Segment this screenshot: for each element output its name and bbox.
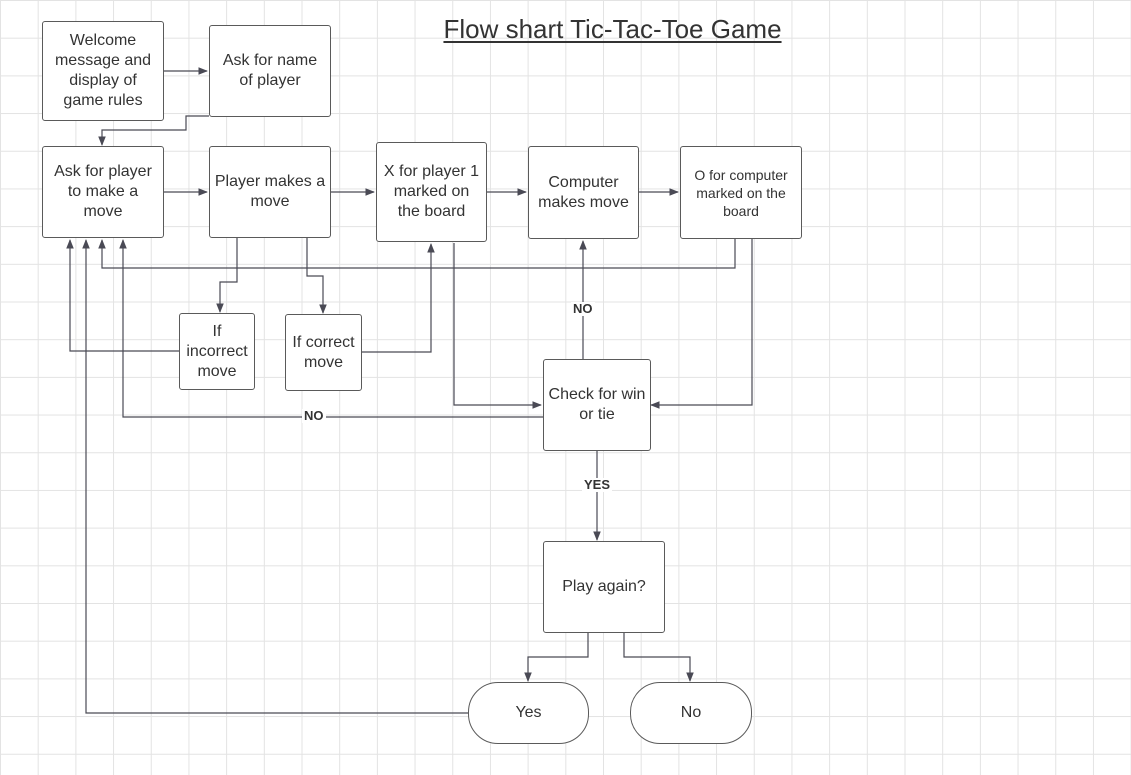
edge-o-marked-to-check (650, 239, 753, 409)
edge-label-no-ask: NO (302, 408, 326, 423)
edge-x-marked-to-check (453, 243, 542, 409)
edge-player-move-to-incorrect (216, 238, 238, 313)
edge-label-no-computer: NO (571, 301, 595, 316)
welcome-node: Welcome message and display of game rule… (42, 21, 164, 121)
no-terminal: No (630, 682, 752, 744)
edge-play-again-to-yes (524, 633, 589, 682)
edge-yes-to-ask-move (82, 239, 468, 714)
edge-label-yes: YES (582, 477, 613, 492)
o-marked-node: O for computer marked on the board (680, 146, 802, 239)
check-node: Check for win or tie (543, 359, 651, 451)
incorrect-node: If incorrect move (179, 313, 255, 390)
edge-ask-name-to-ask-move (98, 115, 209, 146)
x-marked-node: X for player 1 marked on the board (376, 142, 487, 242)
play-again-node: Play again? (543, 541, 665, 633)
computer-move-node: Computer makes move (528, 146, 639, 239)
edge-incorrect-to-ask-move (66, 239, 179, 352)
edge-correct-to-x-marked (362, 243, 435, 353)
yes-terminal: Yes (468, 682, 589, 744)
edge-check-to-ask-move (119, 239, 543, 418)
ask-name-node: Ask for name of player (209, 25, 331, 117)
edge-play-again-to-no (623, 633, 694, 682)
diagram-title: Flow shart Tic-Tac-Toe Game (443, 14, 782, 44)
edge-player-move-to-correct (306, 238, 327, 314)
ask-move-node: Ask for player to make a move (42, 146, 164, 238)
edge-o-marked-to-ask-move (98, 239, 736, 269)
correct-node: If correct move (285, 314, 362, 391)
player-move-node: Player makes a move (209, 146, 331, 238)
